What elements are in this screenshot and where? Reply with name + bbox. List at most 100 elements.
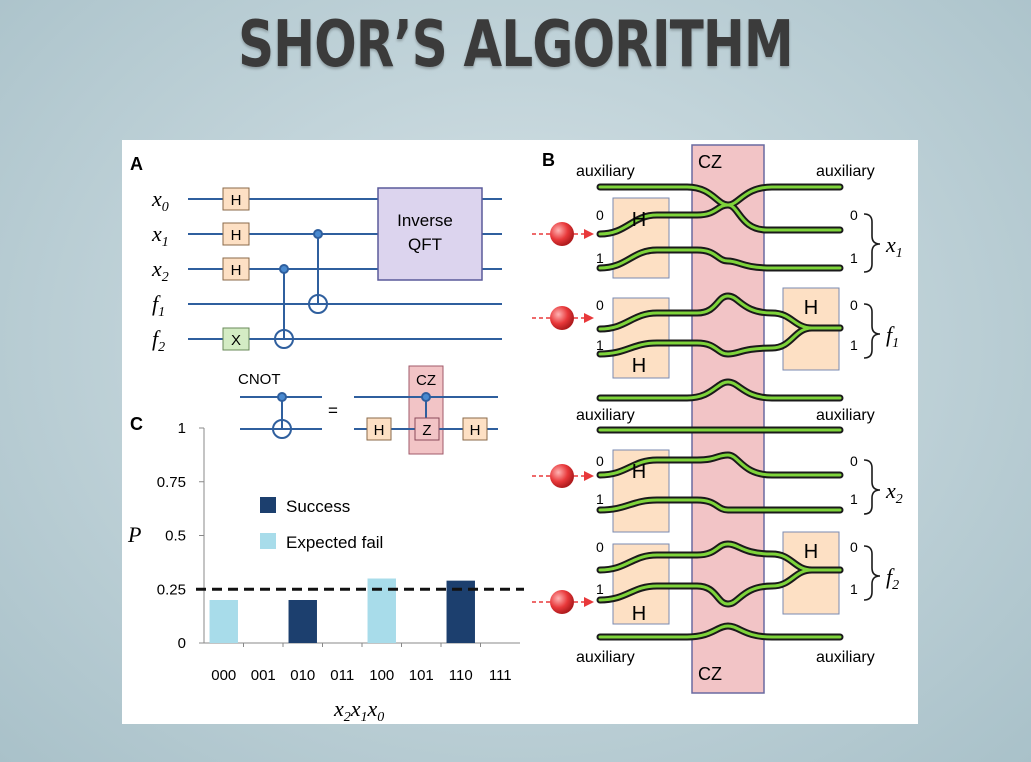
y-tick-label: 0.75 bbox=[157, 474, 186, 491]
hadamard-gates: H H H bbox=[222, 187, 250, 281]
figure-svg: A x0 x1 x2 f1 f2 H H H X Inverse QFT CNO… bbox=[127, 144, 903, 725]
qubit-label-f1: f1 bbox=[152, 291, 165, 320]
cz-identity-label: CZ bbox=[416, 372, 436, 389]
svg-text:0: 0 bbox=[850, 539, 858, 555]
legend-label-expected-fail: Expected fail bbox=[286, 533, 383, 552]
svg-text:f1: f1 bbox=[886, 322, 899, 351]
x-tick-label: 111 bbox=[489, 667, 512, 684]
svg-text:auxiliary: auxiliary bbox=[576, 163, 635, 180]
panel-a-label: A bbox=[130, 154, 143, 174]
panel-b-label: B bbox=[542, 150, 555, 170]
cz-label-bottom: CZ bbox=[698, 664, 722, 684]
svg-text:1: 1 bbox=[850, 581, 858, 597]
svg-text:1: 1 bbox=[596, 491, 604, 507]
cnot-gates bbox=[274, 229, 328, 349]
x-tick-label: 001 bbox=[251, 667, 276, 684]
qubit-label-f2: f2 bbox=[152, 326, 165, 355]
slide-title: SHOR’S ALGORITHM bbox=[238, 8, 794, 82]
svg-text:H: H bbox=[632, 461, 646, 483]
brace-labels: x1 f1 x2 f2 bbox=[885, 232, 903, 593]
gate-h-x0: H bbox=[231, 192, 242, 209]
svg-text:auxiliary: auxiliary bbox=[576, 649, 635, 666]
bar-success-110 bbox=[446, 580, 475, 643]
input-photons bbox=[532, 222, 594, 614]
x-tick-label: 000 bbox=[211, 667, 236, 684]
legend-swatch-success bbox=[260, 497, 276, 513]
svg-text:H: H bbox=[804, 541, 818, 563]
svg-text:H: H bbox=[632, 603, 646, 625]
equals-sign: = bbox=[328, 401, 338, 420]
y-tick-label: 0.5 bbox=[165, 528, 186, 545]
svg-text:1: 1 bbox=[596, 250, 604, 266]
x-tick-label: 100 bbox=[369, 667, 394, 684]
bar-expected-fail-000 bbox=[209, 600, 238, 643]
svg-text:auxiliary: auxiliary bbox=[576, 407, 635, 424]
qft-label-line1: Inverse bbox=[397, 211, 453, 230]
output-braces bbox=[863, 213, 881, 601]
mode-index-labels: 0 1 0 1 0 1 0 1 0 1 0 1 0 1 0 1 bbox=[596, 207, 858, 597]
gate-h-x2: H bbox=[231, 262, 242, 279]
panel-c-label: C bbox=[130, 414, 143, 434]
x-tick-label: 110 bbox=[449, 667, 473, 684]
svg-text:0: 0 bbox=[850, 297, 858, 313]
svg-text:H: H bbox=[804, 297, 818, 319]
qft-label-line2: QFT bbox=[408, 235, 442, 254]
svg-text:1: 1 bbox=[850, 250, 858, 266]
svg-text:0: 0 bbox=[596, 297, 604, 313]
x-axis-label: x2x1x0 bbox=[333, 696, 384, 724]
svg-text:H: H bbox=[632, 209, 646, 231]
auxiliary-labels: auxiliary auxiliary auxiliary auxiliary … bbox=[576, 163, 875, 666]
cnot-label: CNOT bbox=[238, 371, 281, 388]
inverse-qft-box bbox=[377, 187, 483, 281]
legend-label-success: Success bbox=[286, 497, 350, 516]
cz-identity-h-left-label: H bbox=[374, 422, 385, 439]
svg-text:1: 1 bbox=[596, 581, 604, 597]
photon-icon bbox=[550, 222, 574, 246]
x-tick-label: 011 bbox=[330, 667, 354, 684]
svg-text:0: 0 bbox=[850, 207, 858, 223]
svg-text:H: H bbox=[632, 355, 646, 377]
cnot-identity bbox=[240, 392, 322, 439]
chart-y-ticks: 0 0.25 0.5 0.75 1 bbox=[157, 420, 204, 652]
svg-text:auxiliary: auxiliary bbox=[816, 163, 875, 180]
svg-text:auxiliary: auxiliary bbox=[816, 649, 875, 666]
qubit-label-x0: x0 bbox=[151, 186, 169, 215]
y-tick-label: 1 bbox=[178, 420, 186, 437]
figure-panel: A x0 x1 x2 f1 f2 H H H X Inverse QFT CNO… bbox=[122, 140, 918, 725]
gate-x-f2: X bbox=[231, 332, 241, 349]
bar-success-010 bbox=[288, 600, 317, 643]
cz-identity-h-right bbox=[462, 417, 488, 441]
svg-text:1: 1 bbox=[596, 337, 604, 353]
waveguides bbox=[596, 183, 844, 641]
photon-icon bbox=[550, 590, 574, 614]
svg-text:0: 0 bbox=[596, 539, 604, 555]
svg-text:f2: f2 bbox=[886, 564, 899, 593]
svg-text:1: 1 bbox=[850, 337, 858, 353]
cz-identity-z-label: Z bbox=[422, 422, 431, 439]
x-tick-label: 101 bbox=[409, 667, 434, 684]
svg-text:0: 0 bbox=[596, 453, 604, 469]
y-tick-label: 0.25 bbox=[157, 581, 186, 598]
svg-text:x2: x2 bbox=[885, 478, 903, 507]
y-tick-label: 0 bbox=[178, 635, 186, 652]
photon-icon bbox=[550, 306, 574, 330]
photon-icon bbox=[550, 464, 574, 488]
svg-text:0: 0 bbox=[850, 453, 858, 469]
y-axis-symbol: P bbox=[127, 522, 141, 547]
cz-identity-z bbox=[414, 417, 440, 441]
h-box-labels: H H H H H H bbox=[632, 209, 818, 625]
qubit-label-x2: x2 bbox=[151, 256, 169, 285]
chart-legend: Success Expected fail bbox=[260, 497, 383, 552]
chart-x-ticks: 000 001 010 011 100 101 110 111 bbox=[211, 643, 512, 684]
svg-text:1: 1 bbox=[850, 491, 858, 507]
svg-text:0: 0 bbox=[596, 207, 604, 223]
gate-x-box bbox=[222, 327, 250, 351]
svg-text:auxiliary: auxiliary bbox=[816, 407, 875, 424]
x-tick-label: 010 bbox=[290, 667, 315, 684]
cz-label-top: CZ bbox=[698, 152, 722, 172]
gate-h-x1: H bbox=[231, 227, 242, 244]
legend-swatch-expected-fail bbox=[260, 533, 276, 549]
qubit-labels: x0 x1 x2 f1 f2 bbox=[151, 186, 169, 355]
cz-identity-h-right-label: H bbox=[470, 422, 481, 439]
qubit-label-x1: x1 bbox=[151, 221, 169, 250]
